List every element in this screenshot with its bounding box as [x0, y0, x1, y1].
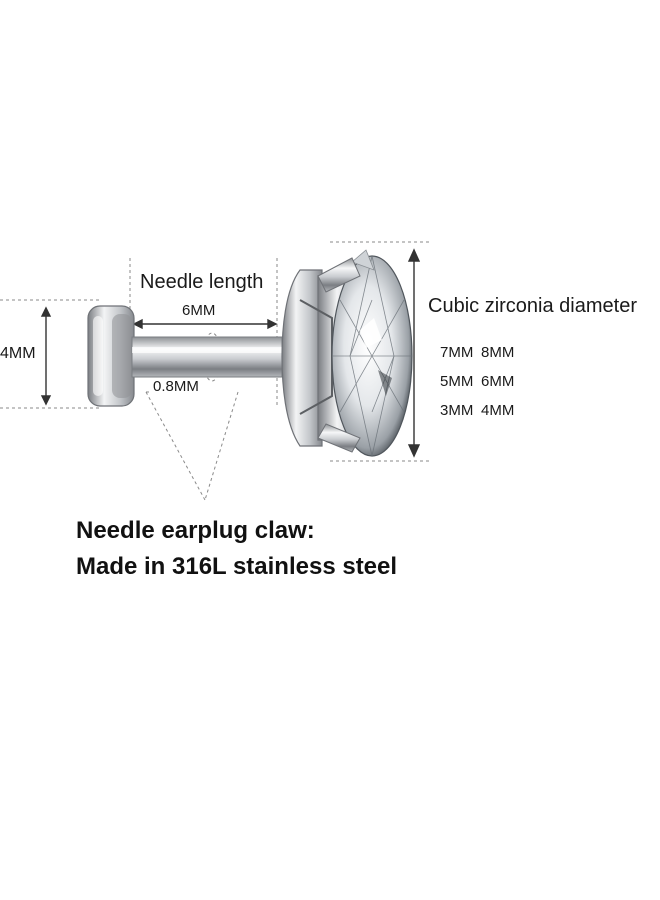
- needle-post: [131, 336, 283, 378]
- size-option: 5MM: [440, 373, 474, 390]
- back-diameter-value: 4MM: [0, 345, 36, 362]
- needle-length-title: Needle length: [140, 271, 264, 293]
- dimension-arrows: [40, 248, 421, 458]
- cubic-zirconia-stone: [331, 249, 413, 457]
- size-option: 3MM: [440, 402, 474, 419]
- caption-line-2: Made in 316L stainless steel: [76, 553, 398, 580]
- claw-prongs: [317, 257, 361, 453]
- callout-right: [204, 391, 239, 501]
- needle-gauge-value: 0.8MM: [153, 378, 199, 395]
- cz-diameter-title: Cubic zirconia diameter: [428, 295, 637, 317]
- earring-back: [87, 305, 135, 407]
- caption-line-1: Needle earplug claw:: [76, 517, 315, 544]
- size-option: 8MM: [481, 344, 515, 361]
- size-option: 7MM: [440, 344, 474, 361]
- callout-left: [145, 391, 206, 501]
- size-option: 4MM: [481, 402, 515, 419]
- needle-length-value: 6MM: [182, 302, 216, 319]
- size-option: 6MM: [481, 373, 515, 390]
